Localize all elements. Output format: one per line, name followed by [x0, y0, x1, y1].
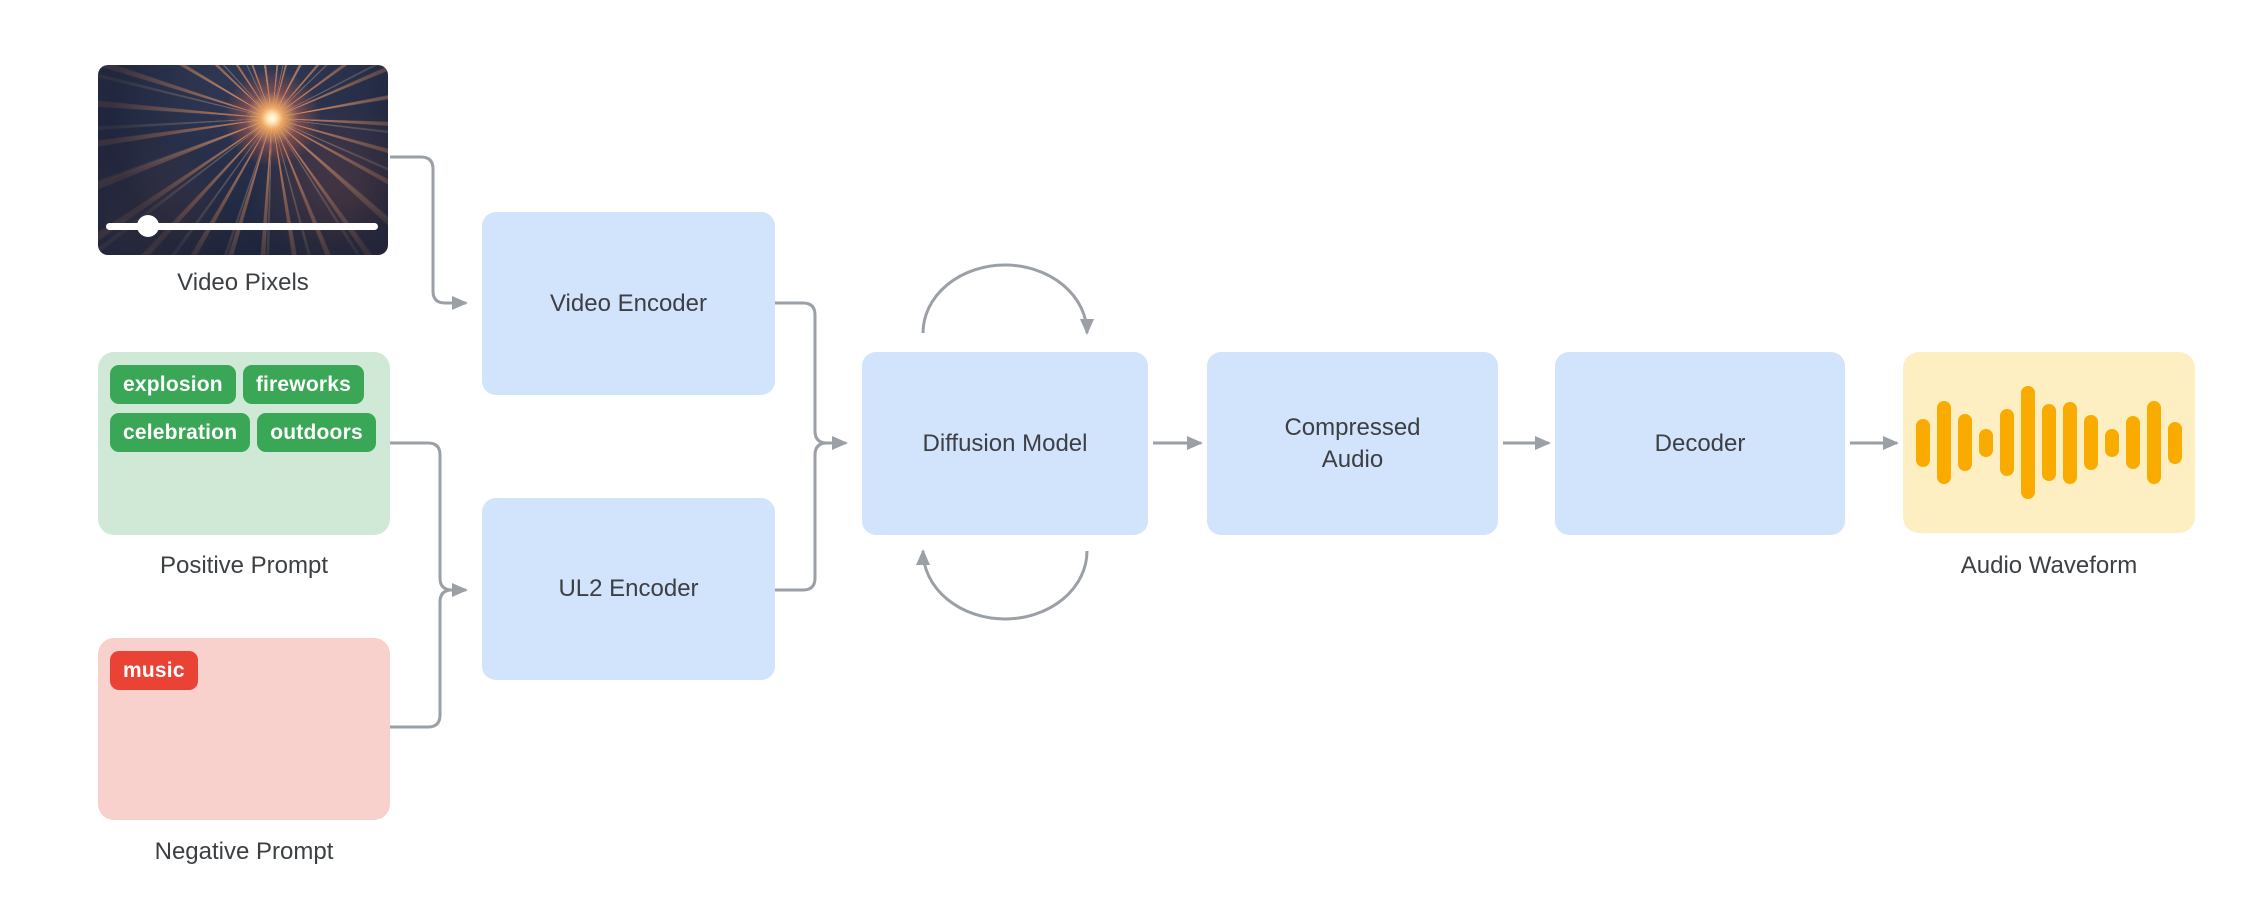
- node-diffusion-model-label: Diffusion Model: [922, 429, 1088, 457]
- node-compressed-audio: Compressed Audio: [1207, 352, 1498, 535]
- prompt-tag: explosion: [110, 365, 236, 405]
- audio-waveform-icon: [1903, 352, 2195, 533]
- video-progress-handle[interactable]: [137, 215, 159, 237]
- waveform-bar: [2168, 421, 2182, 464]
- video-pixels-caption: Video Pixels: [177, 269, 309, 296]
- waveform-bar: [2063, 401, 2077, 484]
- negative-prompt-caption: Negative Prompt: [154, 838, 334, 865]
- node-compressed-audio-label: Compressed Audio: [1284, 414, 1421, 473]
- arrow-video-encoder-to-diffusion: [775, 301, 848, 450]
- waveform-bar: [1979, 428, 1993, 457]
- waveform-bar: [2042, 404, 2056, 481]
- wire-ul2-encoder-merge: [775, 441, 828, 592]
- video-progress-track[interactable]: [106, 223, 378, 230]
- diffusion-loop-top-arc: [921, 263, 1094, 335]
- waveform-bar: [2126, 416, 2140, 469]
- waveform-bar: [1916, 418, 1930, 467]
- audio-waveform-caption: Audio Waveform: [1960, 552, 2138, 579]
- waveform-bar: [2084, 415, 2098, 470]
- prompt-tag: celebration: [110, 413, 251, 453]
- node-ul2-encoder-label: UL2 Encoder: [558, 575, 699, 603]
- node-decoder: Decoder: [1555, 352, 1845, 535]
- prompt-tag: fireworks: [242, 365, 365, 405]
- waveform-bar: [1937, 401, 1951, 484]
- node-decoder-label: Decoder: [1654, 429, 1746, 457]
- positive-prompt-caption: Positive Prompt: [159, 552, 329, 579]
- node-diffusion-model: Diffusion Model: [862, 352, 1148, 535]
- video-thumbnail: [98, 65, 388, 255]
- waveform-bar: [2105, 428, 2119, 457]
- prompt-tag: music: [110, 651, 198, 691]
- wire-negative-prompt-merge: [390, 588, 453, 729]
- waveform-bar: [2000, 409, 2014, 476]
- arrow-video-to-video-encoder: [390, 155, 468, 310]
- diffusion-loop-bottom-arc: [916, 549, 1089, 621]
- waveform-bar: [1958, 414, 1972, 471]
- prompt-tag: outdoors: [257, 413, 376, 453]
- node-video-encoder-label: Video Encoder: [549, 289, 707, 317]
- arrow-positive-prompt-to-ul2: [390, 441, 468, 597]
- waveform-bar: [2021, 386, 2035, 499]
- node-ul2-encoder: UL2 Encoder: [482, 498, 775, 680]
- node-video-encoder: Video Encoder: [482, 212, 775, 395]
- negative-prompt-box: music: [98, 638, 390, 820]
- waveform-bar: [2147, 401, 2161, 484]
